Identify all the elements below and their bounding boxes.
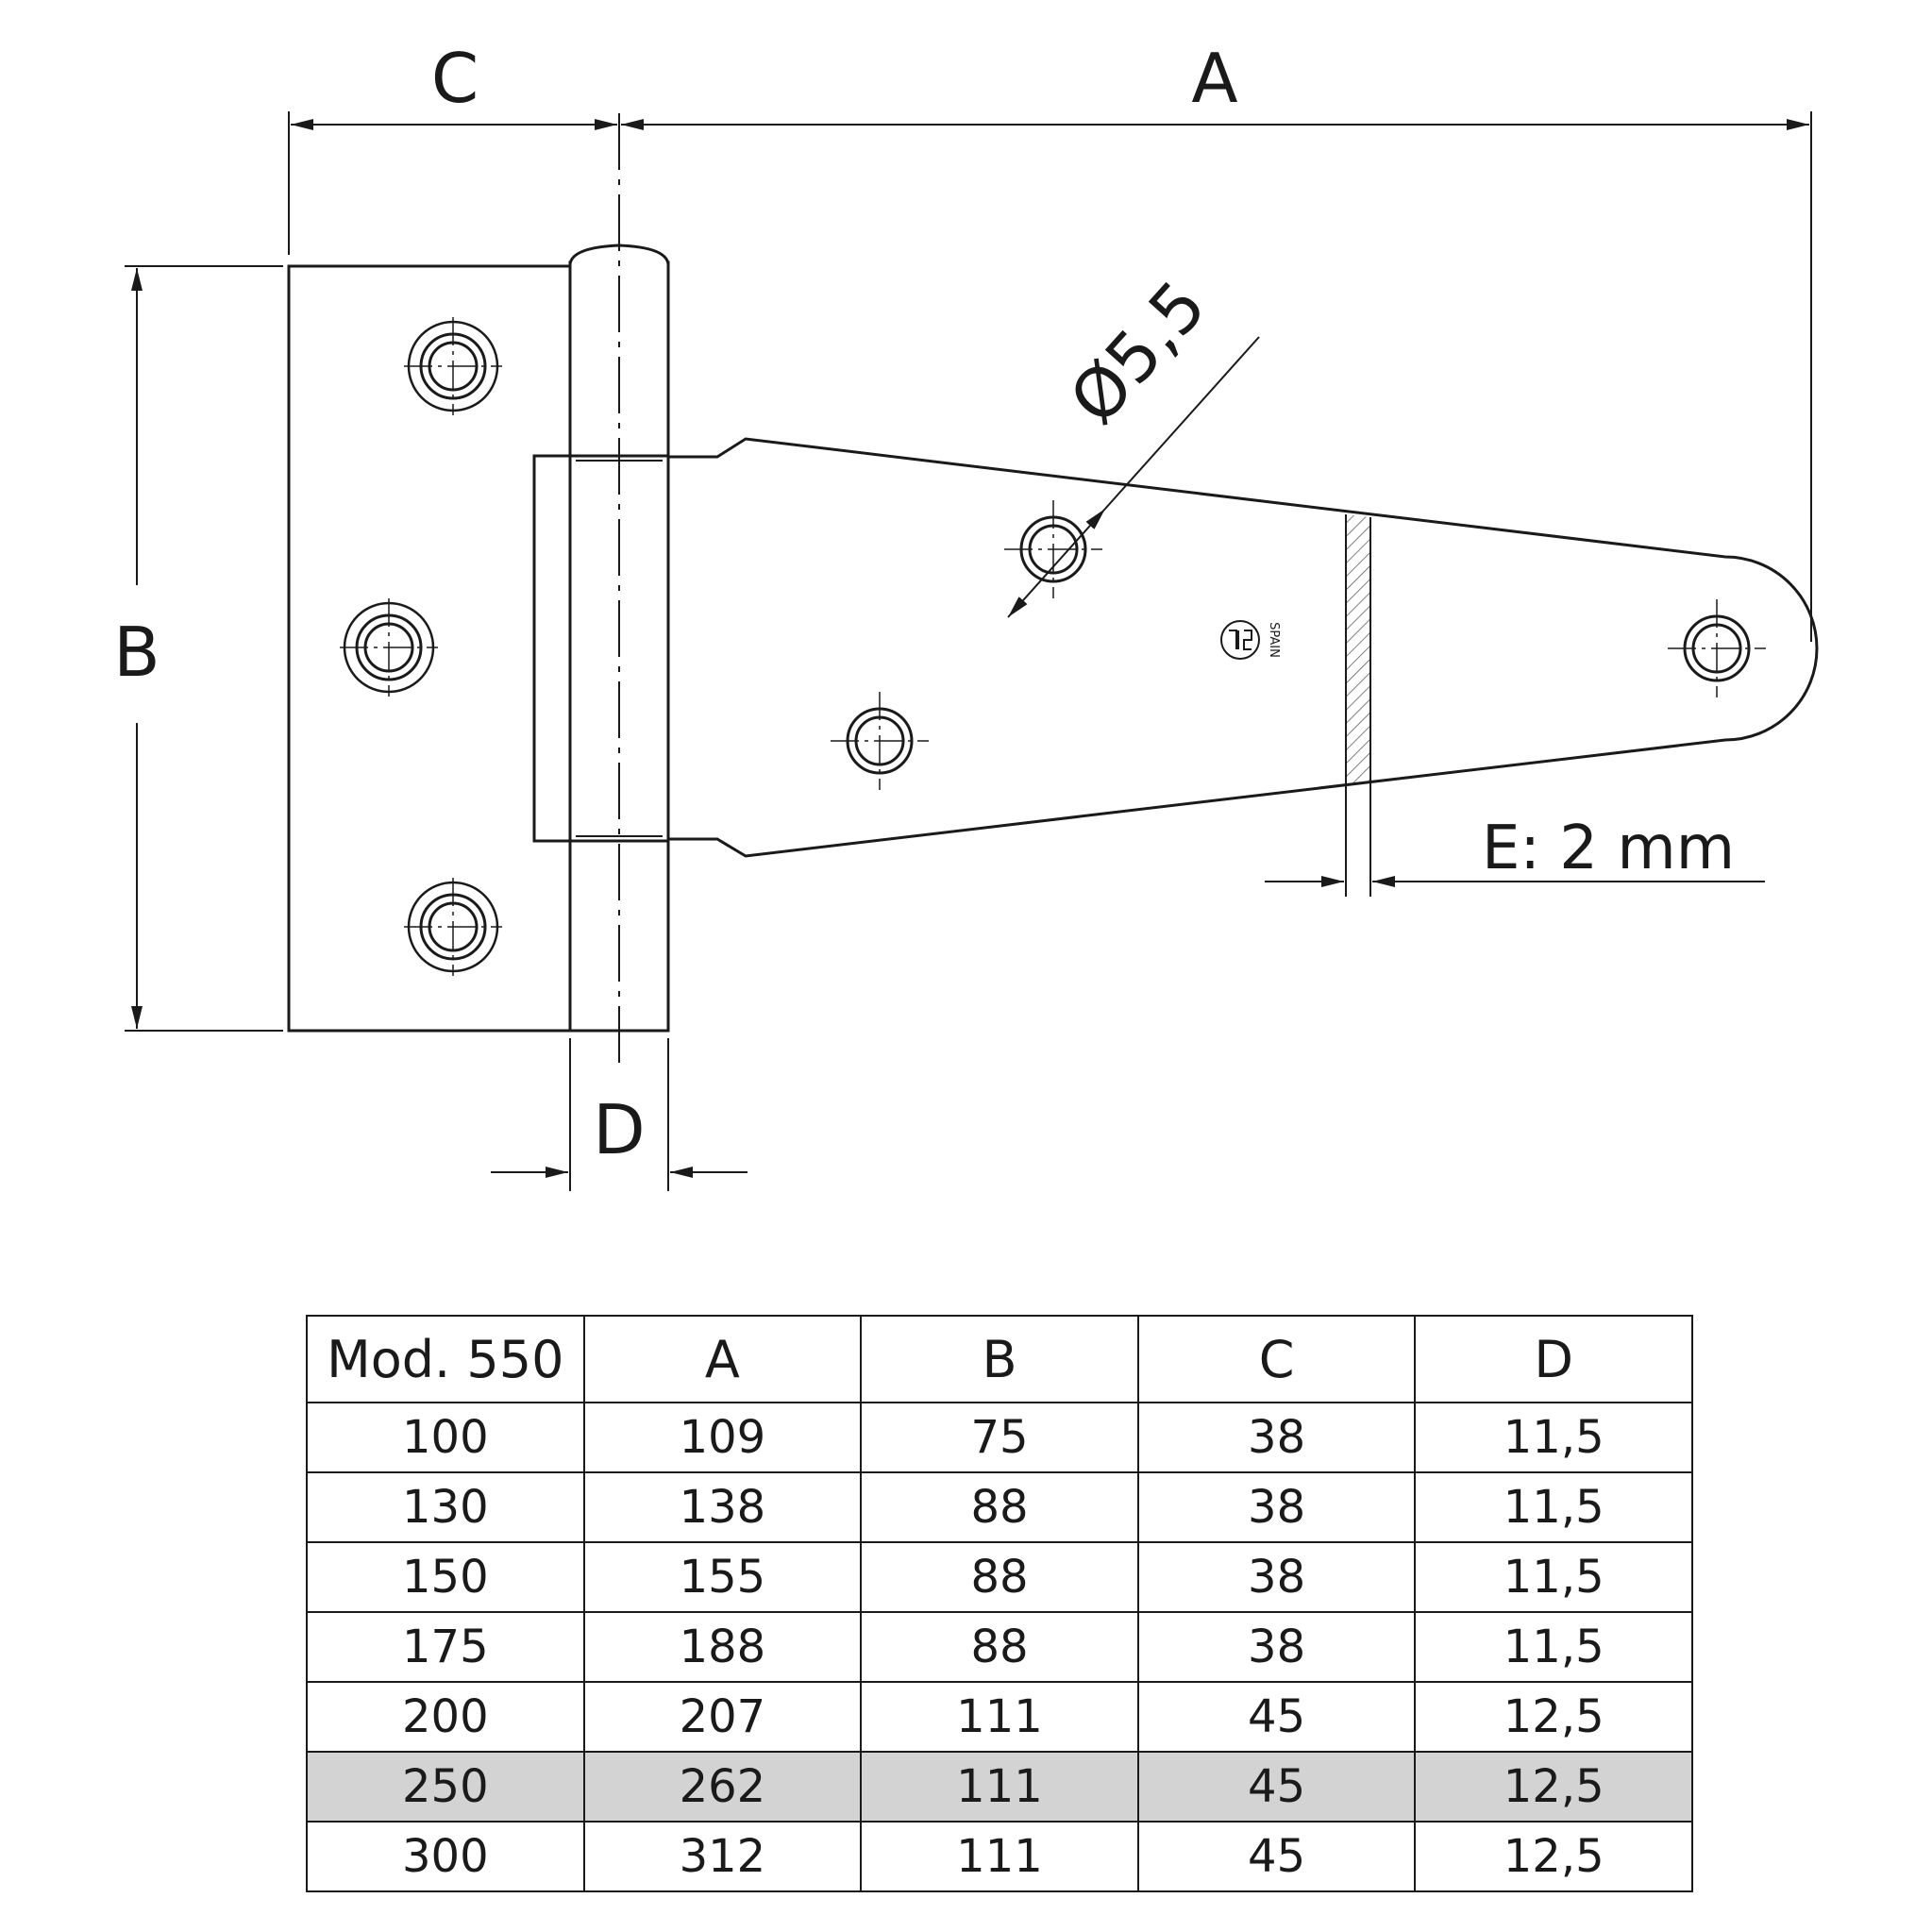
- table-cell: 111: [860, 1821, 1139, 1892]
- thickness-section: [1345, 514, 1371, 897]
- table-cell: 138: [582, 1471, 863, 1543]
- strap-leaf: [666, 437, 1819, 858]
- table-cell: 200: [306, 1681, 585, 1753]
- table-cell: 175: [306, 1611, 585, 1683]
- table-cell: 250: [306, 1751, 585, 1823]
- table-header-cell: D: [1414, 1315, 1693, 1403]
- table-cell: 130: [306, 1471, 585, 1543]
- screw-hole: [340, 598, 438, 697]
- hole-diameter-label: Ø5,5: [1054, 266, 1221, 439]
- table-header-cell: C: [1136, 1315, 1417, 1403]
- table-cell: 11,5: [1414, 1471, 1693, 1543]
- table-cell: 45: [1136, 1821, 1417, 1892]
- maker-logo: SPAIN: [1220, 620, 1281, 660]
- table-cell: 300: [306, 1821, 585, 1892]
- table-header-cell: Mod. 550: [306, 1315, 585, 1403]
- table-cell: 75: [860, 1402, 1139, 1473]
- table-cell: 88: [860, 1611, 1139, 1683]
- table-cell: 111: [860, 1681, 1139, 1753]
- screw-hole: [1668, 599, 1766, 697]
- table-cell: 38: [1136, 1541, 1417, 1613]
- table-header-cell: A: [582, 1315, 863, 1403]
- table-cell: 312: [582, 1821, 863, 1892]
- table-cell: 38: [1136, 1471, 1417, 1543]
- dim-b-label: B: [113, 613, 160, 692]
- table-cell: 88: [860, 1541, 1139, 1613]
- screw-hole: [404, 317, 502, 415]
- table-cell: 109: [582, 1402, 863, 1473]
- dim-d-label: D: [593, 1090, 645, 1169]
- maker-logo-text: SPAIN: [1267, 622, 1281, 658]
- table-cell: 188: [582, 1611, 863, 1683]
- table-header-cell: B: [860, 1315, 1139, 1403]
- dim-a-label: A: [1191, 39, 1237, 118]
- hole-diameter-leader: [1104, 336, 1260, 510]
- table-cell: 111: [860, 1751, 1139, 1823]
- table-cell: 12,5: [1414, 1681, 1693, 1753]
- table-cell: 11,5: [1414, 1402, 1693, 1473]
- table-cell: 11,5: [1414, 1611, 1693, 1683]
- table-cell: 262: [582, 1751, 863, 1823]
- screw-hole: [831, 692, 929, 790]
- table-cell: 100: [306, 1402, 585, 1473]
- table-cell: 12,5: [1414, 1751, 1693, 1823]
- table-cell: 45: [1136, 1751, 1417, 1823]
- table-cell: 45: [1136, 1681, 1417, 1753]
- table-cell: 155: [582, 1541, 863, 1613]
- table-cell: 38: [1136, 1611, 1417, 1683]
- table-cell: 150: [306, 1541, 585, 1613]
- maker-logo-emblem: [1220, 620, 1260, 660]
- table-cell: 88: [860, 1471, 1139, 1543]
- maker-logo-mark: [1229, 630, 1252, 650]
- screw-hole: [404, 878, 502, 976]
- table-cell: 38: [1136, 1402, 1417, 1473]
- thickness-label: E: 2 mm: [1482, 814, 1735, 883]
- table-cell: 11,5: [1414, 1541, 1693, 1613]
- dim-c-label: C: [431, 39, 479, 118]
- table-cell: 207: [582, 1681, 863, 1753]
- table-cell: 12,5: [1414, 1821, 1693, 1892]
